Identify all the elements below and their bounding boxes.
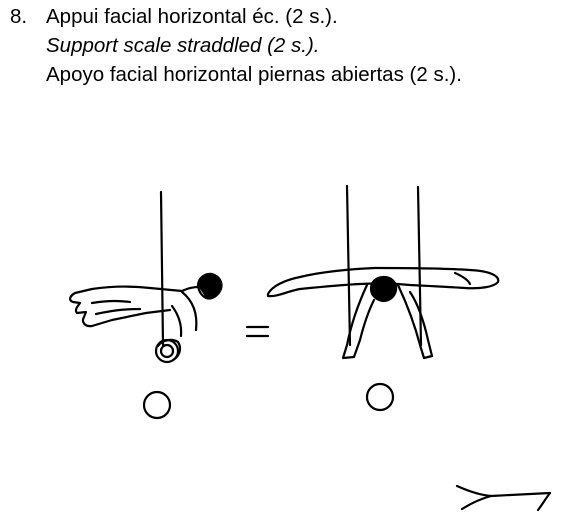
gymnast-body-outline bbox=[69, 285, 212, 328]
leg-detail bbox=[453, 271, 472, 286]
hand-shape bbox=[156, 338, 182, 362]
ring-strap-line bbox=[345, 184, 352, 347]
element-number: 8. bbox=[10, 5, 28, 28]
ring-strap-line bbox=[159, 190, 165, 347]
element-name-french: Appui facial horizontal éc. (2 s.). bbox=[46, 5, 338, 28]
ring-strap-line bbox=[416, 185, 423, 347]
equivalence-sign bbox=[245, 325, 270, 338]
front-view-figure bbox=[266, 184, 500, 360]
element-name-english: Support scale straddled (2 s.). bbox=[46, 34, 320, 57]
circle-marker bbox=[365, 382, 395, 412]
head-shape bbox=[369, 275, 398, 303]
face-line bbox=[196, 284, 208, 300]
arm-line bbox=[341, 283, 376, 360]
gymnast-body-outline bbox=[266, 266, 500, 298]
arm-line bbox=[396, 283, 434, 360]
element-name-spanish: Apoyo facial horizontal piernas abiertas… bbox=[46, 63, 462, 86]
ring-shape bbox=[159, 343, 175, 359]
leg-line bbox=[90, 299, 132, 305]
arrow-fork-symbol bbox=[455, 484, 552, 512]
arm-line bbox=[180, 290, 198, 332]
arm-line bbox=[170, 304, 183, 338]
circle-marker bbox=[142, 390, 172, 420]
side-view-figure bbox=[69, 190, 223, 364]
leg-line bbox=[94, 307, 142, 316]
head-shape bbox=[196, 272, 223, 300]
